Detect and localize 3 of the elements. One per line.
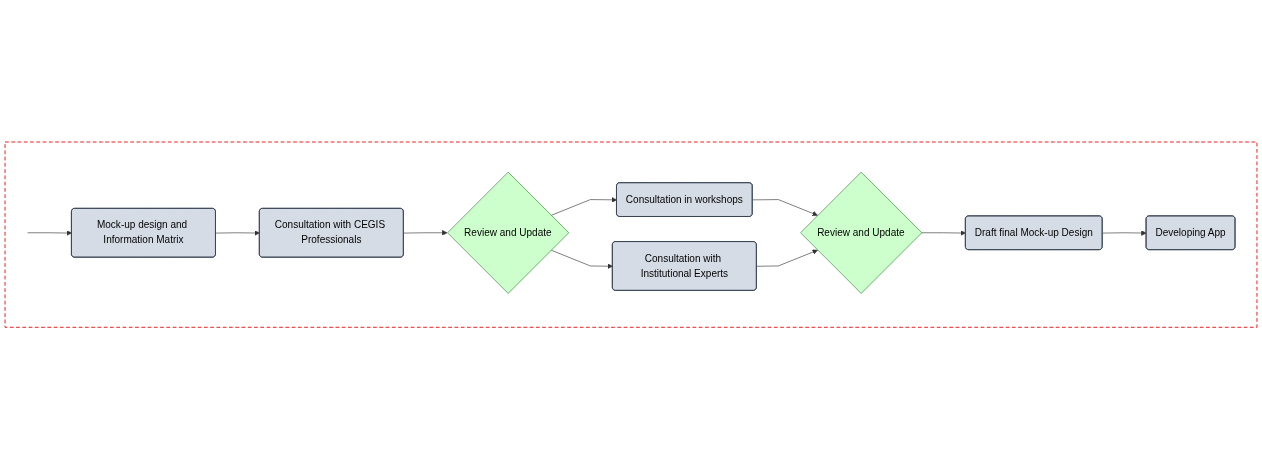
- node-diamond: Review and Update: [800, 172, 923, 295]
- cluster: [4, 141, 1258, 329]
- node-diamond: Review and Update: [447, 172, 570, 295]
